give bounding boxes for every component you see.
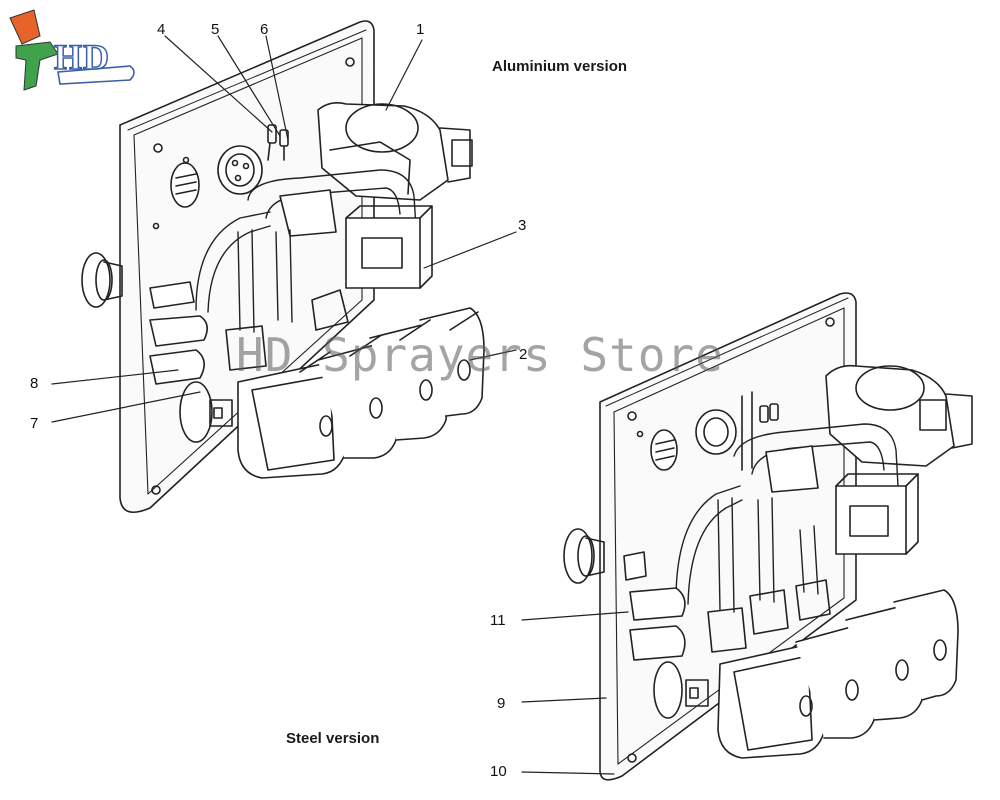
steel-fittings (623, 551, 831, 661)
aluminium-main-valve (317, 102, 473, 201)
steel-solenoid (835, 473, 919, 555)
aluminium-solenoid (345, 205, 433, 289)
steel-assembly (563, 292, 973, 781)
callout-2: 2 (519, 346, 528, 363)
aluminium-side-knob (81, 252, 123, 308)
steel-section-valves (717, 589, 959, 759)
spray-gun-cup-icon (9, 9, 41, 45)
callout-8: 8 (30, 375, 39, 392)
aluminium-assembly (81, 20, 485, 514)
aluminium-back-plate (119, 20, 375, 514)
watermark: HD Sprayers Store (236, 328, 724, 382)
callout-11: 11 (490, 612, 506, 629)
callout-9: 9 (497, 695, 506, 712)
wrench-icon (57, 65, 135, 85)
steel-main-valve (825, 364, 973, 467)
callout-1: 1 (416, 21, 425, 38)
title-aluminium-version: Aluminium version (492, 58, 628, 75)
callout-4: 4 (157, 21, 166, 38)
leader-lines (51, 35, 629, 775)
steel-drain-valve (653, 661, 709, 719)
aluminium-section-valves (237, 307, 485, 479)
callout-3: 3 (518, 217, 527, 234)
callout-5: 5 (211, 21, 220, 38)
hd-logo (9, 9, 135, 91)
aluminium-fittings (149, 281, 349, 385)
callout-7: 7 (30, 415, 39, 432)
aluminium-drain-valve (179, 381, 233, 443)
callout-10: 10 (490, 763, 507, 780)
steel-electric-socket (650, 409, 737, 471)
steel-side-knob (563, 528, 605, 584)
logo-text: HD (53, 36, 110, 78)
callout-6: 6 (260, 21, 269, 38)
aluminium-electric-socket (170, 145, 263, 208)
spray-gun-body-icon (15, 41, 59, 91)
title-steel-version: Steel version (286, 730, 380, 747)
